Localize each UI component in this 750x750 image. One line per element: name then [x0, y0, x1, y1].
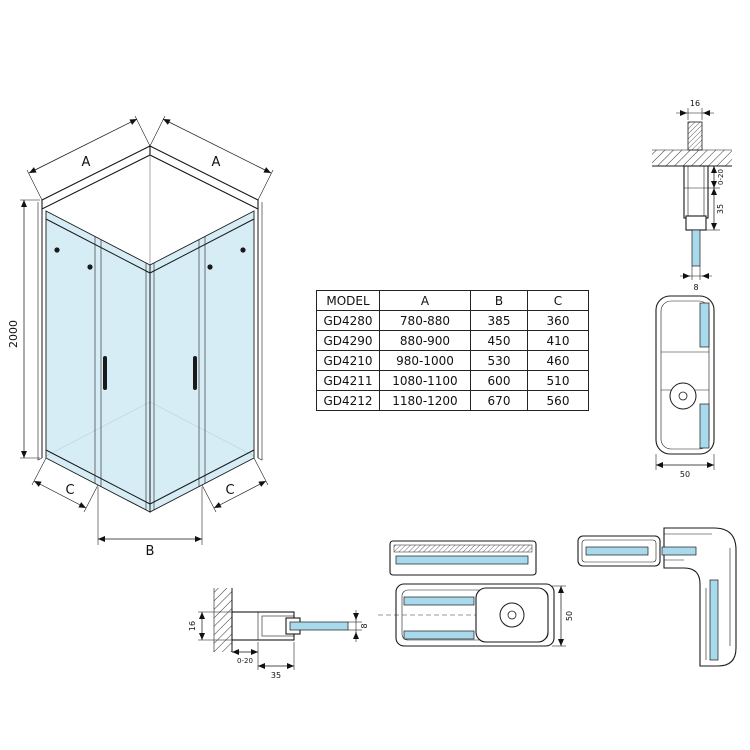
glass-edge	[403, 596, 475, 606]
cell-c: 460	[527, 350, 589, 371]
cell-a: 1180-1200	[379, 390, 471, 411]
dim-label-35: 35	[716, 204, 725, 214]
wall-profile	[683, 165, 709, 219]
cell-c: 410	[527, 330, 589, 351]
anchor-screw	[687, 121, 703, 151]
cell-model: GD4212	[316, 390, 380, 411]
cell-b: 600	[470, 370, 528, 391]
dim-label-c-left: C	[65, 483, 74, 498]
cell-a: 980-1000	[379, 350, 471, 371]
cell-b: 450	[470, 330, 528, 351]
dim-label-16: 16	[690, 99, 700, 108]
dim-label-b: B	[146, 544, 155, 559]
table-row: GD4280 780-880 385 360	[316, 310, 589, 331]
wall-profile	[231, 611, 295, 641]
cell-b: 670	[470, 390, 528, 411]
col-header-b: B	[470, 290, 528, 311]
glass-edge-bottom	[699, 403, 710, 449]
dim-label-height: 2000	[7, 320, 20, 348]
glass-holder	[685, 215, 707, 231]
seal-strip	[393, 544, 533, 553]
glass-clamp-dot	[87, 264, 93, 270]
glass-edge	[289, 621, 349, 631]
roller-axle	[507, 610, 517, 620]
door-handle-right	[193, 356, 197, 390]
detail-side-roller-profile-section: 50	[655, 295, 715, 479]
dim-label-a-right: A	[212, 155, 221, 170]
glass-clamp-dot	[54, 247, 60, 253]
wall-slab-left	[41, 145, 151, 210]
cell-b: 385	[470, 310, 528, 331]
glass-edge	[403, 630, 475, 640]
col-header-model: MODEL	[316, 290, 380, 311]
glass-clamp-dot	[240, 247, 246, 253]
wall-slab-right	[149, 145, 259, 210]
col-header-c: C	[527, 290, 589, 311]
glass-panel-left-face	[45, 210, 151, 513]
cell-model: GD4210	[316, 350, 380, 371]
cell-c: 510	[527, 370, 589, 391]
cell-model: GD4290	[316, 330, 380, 351]
cell-a: 780-880	[379, 310, 471, 331]
dim-label-50: 50	[565, 611, 574, 621]
cell-model: GD4211	[316, 370, 380, 391]
detail-bottom-wall-profile-section: 16 0-20 35 8	[188, 588, 369, 680]
table-row: GD4290 880-900 450 410	[316, 330, 589, 351]
table-row: GD4211 1080-1100 600 510	[316, 370, 589, 391]
table-row: GD4210 980-1000 530 460	[316, 350, 589, 371]
glass-edge	[585, 546, 649, 556]
cell-model: GD4280	[316, 310, 380, 331]
table-header-row: MODEL A B C	[316, 290, 589, 311]
dim-label-c-right: C	[225, 483, 234, 498]
glass-edge	[691, 229, 701, 267]
wall-hatch	[214, 588, 232, 652]
table-row: GD4212 1180-1200 670 560	[316, 390, 589, 411]
dim-label-0-20: 0-20	[717, 169, 725, 185]
glass-edge-top	[699, 302, 710, 348]
col-header-a: A	[379, 290, 471, 311]
cell-c: 560	[527, 390, 589, 411]
dim-label-8: 8	[360, 623, 369, 628]
size-table: MODEL A B C GD4280 780-880 385 360 GD429…	[316, 290, 589, 411]
glass-clamp-dot	[207, 264, 213, 270]
detail-top-wall-profile-section: 16 0-20 35 8	[652, 99, 732, 292]
detail-corner-profile-section	[577, 527, 737, 667]
main-isometric-view: A A 2000 C C B	[7, 115, 274, 559]
dim-label-35: 35	[271, 671, 281, 680]
roller-profile-outline	[655, 295, 715, 455]
dim-label-16: 16	[188, 621, 197, 631]
glass-edge	[661, 546, 697, 556]
cell-b: 530	[470, 350, 528, 371]
dim-label-a-left: A	[82, 155, 91, 170]
dim-label-8: 8	[693, 283, 698, 292]
wall-hatch	[652, 150, 732, 166]
dim-label-50: 50	[680, 470, 690, 479]
dim-label-0-20: 0-20	[237, 657, 253, 665]
glass-edge	[709, 579, 719, 661]
door-handle-left	[103, 356, 107, 390]
cell-a: 1080-1100	[379, 370, 471, 391]
roller-axle	[678, 391, 688, 401]
glass-panel-right-face	[149, 210, 255, 513]
glass-edge	[395, 555, 529, 565]
detail-bottom-door-profile-section: 50	[378, 540, 574, 647]
cell-a: 880-900	[379, 330, 471, 351]
cell-c: 360	[527, 310, 589, 331]
